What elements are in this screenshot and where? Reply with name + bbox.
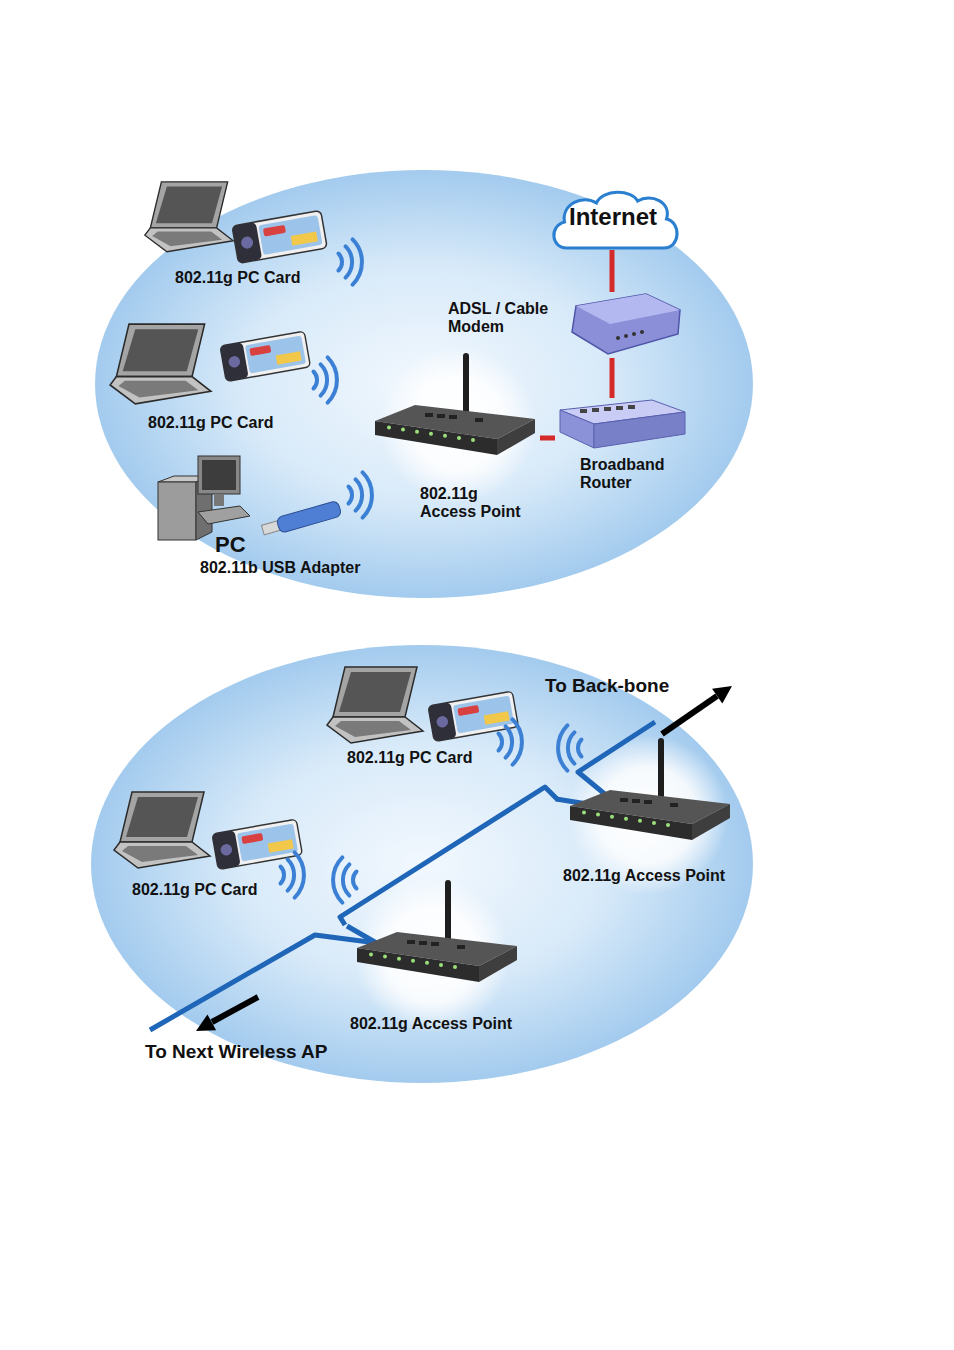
usb-connector [261, 520, 281, 535]
modem-leds [624, 334, 628, 338]
router-ports [616, 406, 623, 410]
backbone-cable [578, 722, 655, 800]
access-point: 802.11g Access Point [372, 352, 540, 526]
laptop [114, 792, 210, 868]
laptop-pc-card: 802.11g PC Card [105, 318, 370, 438]
router-front [594, 412, 685, 448]
laptop [145, 182, 233, 252]
modem-leds [632, 332, 636, 336]
backbone-cable [347, 926, 380, 945]
device-label: 802.11g PC Card [347, 749, 472, 767]
radio-waves [349, 472, 372, 517]
device-label: 802.11g Access Point [563, 867, 725, 885]
router-ports [580, 409, 587, 413]
access-point-device [357, 880, 517, 982]
direction-arrow [662, 696, 717, 734]
access-point-device [570, 738, 730, 840]
direction-arrow [712, 686, 732, 704]
monitor-stand [214, 494, 224, 506]
direction-label: To Back-bone [545, 676, 669, 697]
radio-waves [499, 719, 522, 764]
laptop-pc-card: 802.11g PC Card [108, 788, 360, 903]
network-cable [610, 250, 615, 292]
pc-card [212, 819, 302, 869]
internet-cloud: Internet [548, 188, 682, 250]
monitor-screen [202, 460, 236, 490]
monitor [198, 456, 240, 494]
radio-waves [281, 852, 304, 897]
glow [380, 347, 536, 503]
modem-leds [616, 330, 644, 340]
access-point: 802.11g Access Point [345, 878, 540, 1038]
pc-card [232, 210, 327, 263]
router-ports [592, 408, 599, 412]
network-area [95, 170, 753, 598]
radio-waves [314, 357, 337, 402]
access-point: 802.11g Access Point [558, 728, 750, 890]
network-area [91, 645, 753, 1083]
network-cable [540, 436, 555, 441]
device-label: 802.11g Access Point [420, 485, 528, 520]
tower [196, 476, 212, 540]
router-device [560, 400, 685, 448]
pc-card [220, 331, 310, 381]
tower [158, 476, 212, 482]
device-label: ADSL / Cable Modem [448, 300, 563, 335]
network-cable [610, 358, 615, 398]
broadband-router: Broadband Router [555, 398, 690, 498]
direction-arrow [196, 686, 732, 1031]
router-side [560, 410, 594, 448]
device-label: Broadband Router [580, 456, 675, 491]
router-ports [628, 405, 635, 409]
device-label: 802.11g Access Point [350, 1015, 512, 1033]
desktop-computer [158, 456, 250, 540]
modem-body [572, 294, 680, 354]
device-label: 802.11g PC Card [175, 269, 300, 287]
backbone-cable [556, 799, 600, 806]
pc-card [428, 691, 518, 741]
laptop [327, 667, 423, 743]
laptop [110, 324, 211, 404]
direction-arrow [196, 1014, 216, 1031]
router-ports [580, 405, 635, 413]
modem-leds [616, 336, 620, 340]
radio-waves [333, 857, 356, 902]
glow [354, 877, 510, 1033]
router-ports [604, 407, 611, 411]
desktop-pc: PC 802.11b USB Adapter [150, 450, 400, 582]
device-label: 802.11g PC Card [148, 414, 273, 432]
usb-adapter [261, 500, 342, 537]
usb-body [276, 500, 342, 533]
router-top [560, 400, 685, 424]
modem-leds [640, 330, 644, 334]
device-label: PC [215, 533, 246, 557]
keyboard [198, 506, 250, 524]
direction-arrow [212, 997, 258, 1022]
device-label: 802.11b USB Adapter [200, 559, 360, 577]
radio-waves [339, 239, 362, 284]
modem: ADSL / Cable Modem [445, 292, 685, 358]
tower [158, 482, 196, 540]
radio-waves [558, 725, 581, 770]
device-label: 802.11g PC Card [132, 881, 257, 899]
laptop-pc-card: 802.11g PC Card [140, 178, 385, 292]
direction-label: To Next Wireless AP [145, 1042, 328, 1063]
modem-device [572, 294, 680, 354]
modem-top [576, 294, 680, 324]
cloud-label: Internet [548, 204, 678, 230]
backbone-cable [340, 787, 558, 925]
access-point-device [375, 353, 535, 455]
